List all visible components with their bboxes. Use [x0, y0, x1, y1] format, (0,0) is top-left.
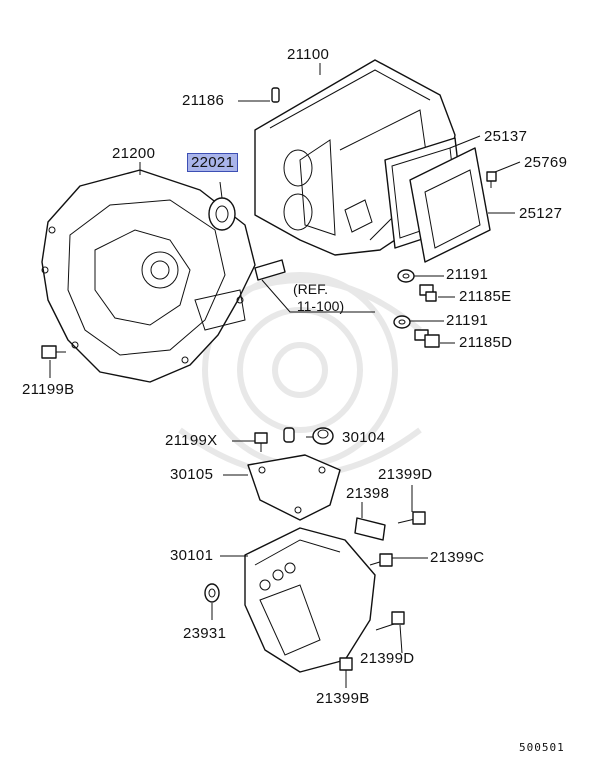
part-label-21200[interactable]: 21200: [112, 145, 156, 162]
part-label-25769[interactable]: 25769: [524, 154, 568, 171]
part-label-21191-upper[interactable]: 21191: [446, 266, 489, 283]
clutch-housing[interactable]: [41, 169, 256, 383]
part-label-30101[interactable]: 30101: [170, 547, 214, 564]
bolt-21399d-bottom[interactable]: [375, 611, 405, 631]
part-label-21186[interactable]: 21186: [182, 92, 225, 109]
part-label-21100[interactable]: 21100: [287, 46, 330, 63]
cover-plate-30105[interactable]: [247, 454, 341, 521]
part-label-21399D-upper[interactable]: 21399D: [378, 466, 433, 483]
seal-23931[interactable]: [204, 583, 220, 603]
part-label-21191-lower[interactable]: 21191: [446, 312, 489, 329]
part-label-21399D-lower[interactable]: 21399D: [360, 650, 415, 667]
part-label-21199B[interactable]: 21199B: [22, 381, 75, 398]
washer-lower[interactable]: [393, 315, 411, 329]
breather[interactable]: [283, 427, 295, 443]
bracket-21398[interactable]: [354, 517, 386, 541]
drawing-code: 500501: [519, 741, 565, 754]
side-cover[interactable]: [409, 147, 491, 263]
reference-note: (REF. 11-100): [293, 281, 345, 314]
part-label-21185D[interactable]: 21185D: [459, 334, 513, 351]
part-label-30104[interactable]: 30104: [342, 429, 386, 446]
part-label-21185E[interactable]: 21185E: [459, 288, 512, 305]
part-label-21199X[interactable]: 21199X: [165, 432, 218, 449]
dowel-pin[interactable]: [271, 87, 280, 103]
housing-bolt[interactable]: [41, 345, 66, 359]
leader-lines: [49, 63, 521, 688]
part-label-21399C[interactable]: 21399C: [430, 549, 485, 566]
washer-upper[interactable]: [397, 269, 415, 283]
part-label-30105[interactable]: 30105: [170, 466, 214, 483]
bolt-21399c[interactable]: [369, 553, 393, 567]
bearing[interactable]: [208, 197, 236, 231]
part-label-22021-highlighted[interactable]: 22021: [187, 153, 239, 172]
bolt-21199x[interactable]: [254, 432, 268, 452]
drain-plug-d[interactable]: [414, 329, 440, 348]
cover-bolt[interactable]: [486, 171, 497, 188]
part-label-25127[interactable]: 25127: [519, 205, 563, 222]
part-label-21399B[interactable]: 21399B: [316, 690, 370, 707]
transfer-case-30101[interactable]: [244, 527, 376, 673]
drain-plug-e[interactable]: [419, 284, 437, 302]
bolt-21399d-top[interactable]: [397, 511, 426, 525]
part-label-21398[interactable]: 21398: [346, 485, 390, 502]
part-label-25137[interactable]: 25137: [484, 128, 528, 145]
ref-bracket: [254, 259, 375, 313]
part-label-23931[interactable]: 23931: [183, 625, 227, 642]
plug-30104[interactable]: [312, 427, 334, 445]
bolt-21399b[interactable]: [339, 657, 353, 678]
